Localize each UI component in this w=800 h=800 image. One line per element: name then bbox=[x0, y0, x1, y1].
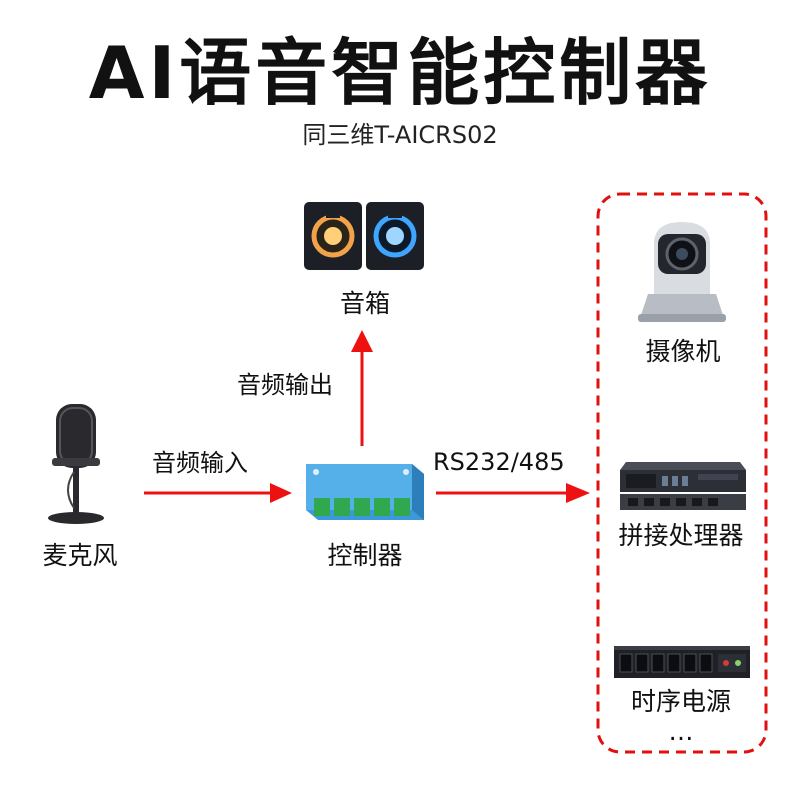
node-splicer: 拼接处理器 bbox=[618, 521, 744, 550]
page-subtitle: 同三维T-AICRS02 bbox=[302, 121, 498, 149]
speaker-image bbox=[304, 202, 424, 270]
edge-label-audio-out: 音频输出 bbox=[237, 371, 333, 399]
controller-image bbox=[306, 464, 424, 520]
splicer-image bbox=[620, 462, 746, 510]
camera-image bbox=[638, 222, 726, 322]
node-speaker: 音箱 bbox=[339, 289, 390, 318]
arrow-serial-head bbox=[566, 483, 590, 503]
arrow-audio-out-head bbox=[351, 330, 373, 352]
node-microphone: 麦克风 bbox=[42, 541, 118, 570]
microphone-image bbox=[48, 404, 104, 524]
edge-label-serial: RS232/485 bbox=[433, 448, 565, 476]
device-group-border bbox=[596, 192, 768, 754]
page-title: AI语音智能控制器 bbox=[88, 31, 712, 115]
node-sequencer: 时序电源 bbox=[630, 687, 731, 716]
arrow-audio-in-head bbox=[270, 483, 292, 503]
node-camera: 摄像机 bbox=[645, 337, 721, 366]
node-more: … bbox=[668, 717, 694, 746]
sequencer-image bbox=[614, 646, 750, 678]
node-controller: 控制器 bbox=[327, 541, 403, 570]
edge-label-audio-in: 音频输入 bbox=[152, 449, 248, 477]
